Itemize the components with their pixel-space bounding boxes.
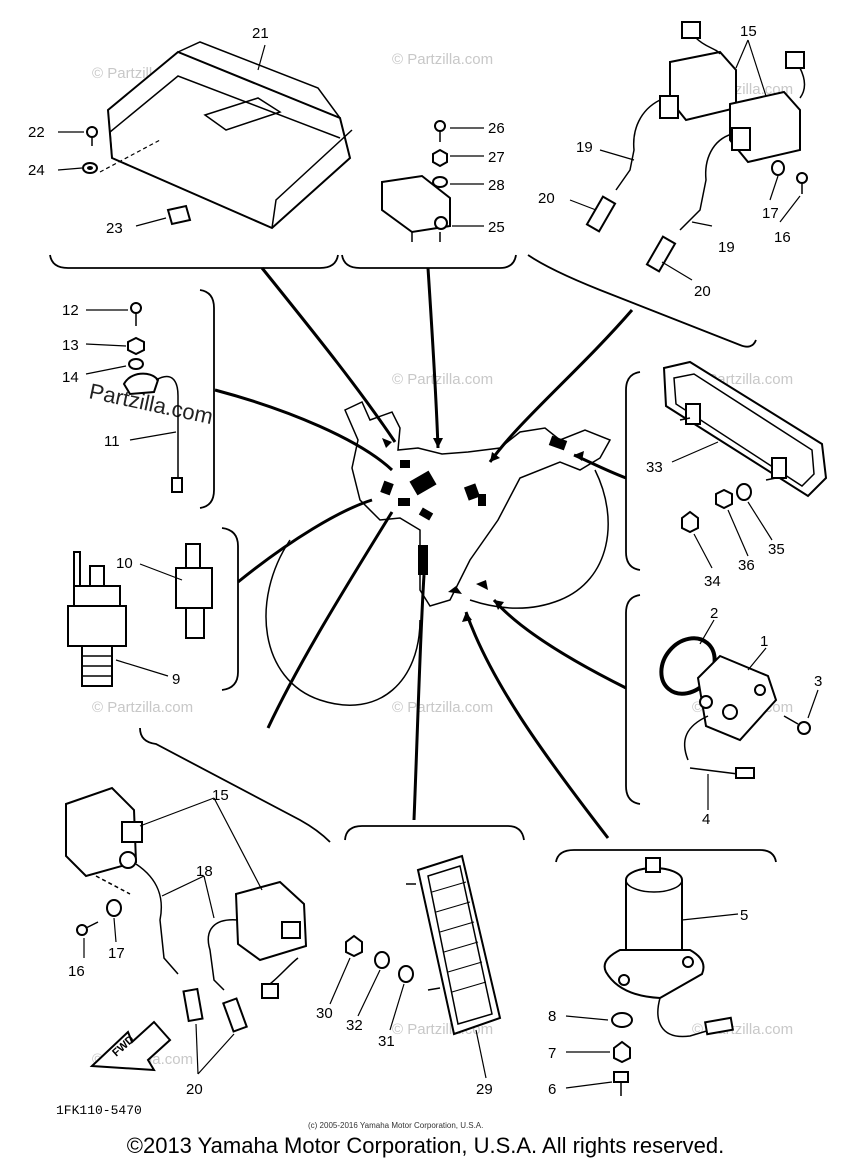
screw-22: [86, 126, 98, 146]
washer-28: [432, 176, 448, 188]
callout-28: 28: [488, 177, 505, 194]
bolt-26: [434, 120, 446, 142]
callout-26: 26: [488, 120, 505, 137]
callout-10: 10: [116, 555, 133, 572]
svg-text:© Partzilla.com: © Partzilla.com: [392, 51, 493, 68]
callout-16-bottom: 16: [68, 963, 85, 980]
callout-16-top: 16: [774, 229, 791, 246]
callout-5: 5: [740, 907, 748, 924]
callout-15-bottom: 15: [212, 787, 229, 804]
svg-text:© Partzilla.com: © Partzilla.com: [392, 699, 493, 716]
group-reflector-29: [329, 825, 525, 1079]
svg-text:© Partzilla.com: © Partzilla.com: [92, 699, 193, 716]
callout-23: 23: [106, 220, 123, 237]
callout-20-top: 20: [538, 190, 555, 207]
group-fuel-pump: [555, 849, 777, 1096]
small-copyright: (c) 2005-2016 Yamaha Motor Corporation, …: [308, 1121, 483, 1130]
callout-21: 21: [252, 25, 269, 42]
group-reflector-33: [625, 360, 828, 571]
bolt-12: [130, 302, 142, 326]
screw-16-top: [796, 172, 808, 194]
callout-17-bottom: 17: [108, 945, 125, 962]
callout-35: 35: [768, 541, 785, 558]
group-sensor-11: [85, 289, 215, 509]
callout-19-top: 19: [576, 139, 593, 156]
callout-7: 7: [548, 1045, 556, 1062]
callout-14: 14: [62, 369, 79, 386]
screw-16-bottom: [76, 921, 99, 936]
callout-8: 8: [548, 1008, 556, 1025]
callout-22: 22: [28, 124, 45, 141]
callout-32: 32: [346, 1017, 363, 1034]
group-ecu: [49, 41, 353, 269]
callout-2: 2: [710, 605, 718, 622]
callout-11: 11: [104, 433, 120, 450]
group-ignition-coils-top: [527, 21, 808, 348]
callout-6: 6: [548, 1081, 556, 1098]
callout-24: 24: [28, 162, 45, 179]
callout-13: 13: [62, 337, 79, 354]
callout-12: 12: [62, 302, 79, 319]
diagram-code: 1FK110-5470: [56, 1103, 142, 1118]
group-relay: [341, 120, 517, 269]
callout-25: 25: [488, 219, 505, 236]
callout-20-bottom: 20: [186, 1081, 203, 1098]
clip-23: [166, 204, 192, 226]
callout-33: 33: [646, 459, 663, 476]
washer-24: [82, 162, 98, 174]
bolt-6: [613, 1071, 629, 1096]
group-ignition-coils-bottom: [65, 727, 331, 1075]
callout-numbers: 21 22 24 23 26 27 28 25 15 19 20 17 16 1…: [28, 23, 822, 1098]
screw-3: [783, 715, 811, 735]
callout-27: 27: [488, 149, 505, 166]
leader-lines: [214, 267, 634, 839]
frame-silhouette: [265, 400, 612, 706]
washer-17-bottom: [106, 899, 122, 917]
callout-29: 29: [476, 1081, 493, 1098]
callout-30: 30: [316, 1005, 333, 1022]
callout-36: 36: [738, 557, 755, 574]
callout-3: 3: [814, 673, 822, 690]
footer-copyright: ©2013 Yamaha Motor Corporation, U.S.A. A…: [126, 1133, 725, 1158]
callout-17-top: 17: [762, 205, 779, 222]
group-throttle-sensor: [625, 594, 819, 810]
callout-34: 34: [704, 573, 721, 590]
callout-31: 31: [378, 1033, 395, 1050]
callout-1: 1: [760, 633, 768, 650]
nut-27: [432, 148, 448, 168]
group-switches: [67, 527, 239, 691]
fwd-arrow: FWD: [89, 1020, 172, 1072]
callout-19-top-b: 19: [718, 239, 735, 256]
washer-17-top: [771, 160, 785, 176]
callout-4: 4: [702, 811, 710, 828]
svg-text:© Partzilla.com: © Partzilla.com: [392, 371, 493, 388]
callout-20-top-b: 20: [694, 283, 711, 300]
callout-18: 18: [196, 863, 213, 880]
callout-15-top: 15: [740, 23, 757, 40]
callout-9: 9: [172, 671, 180, 688]
